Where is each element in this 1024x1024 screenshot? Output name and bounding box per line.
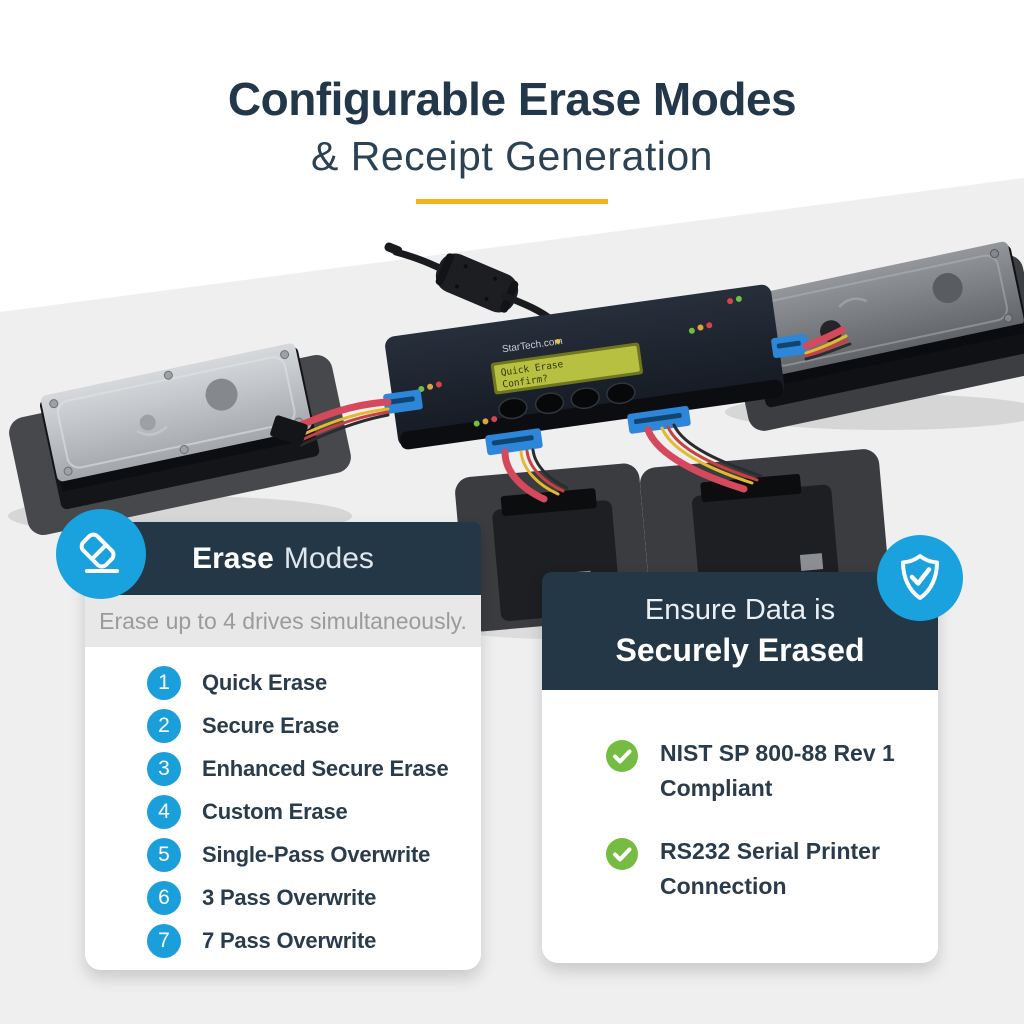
list-item: 4 Custom Erase bbox=[85, 790, 481, 833]
hard-drive-left bbox=[9, 343, 351, 536]
list-item: 5 Single-Pass Overwrite bbox=[85, 833, 481, 876]
mode-label: Single-Pass Overwrite bbox=[202, 841, 431, 867]
brand-dot bbox=[555, 339, 561, 344]
feature-text: RS232 Serial Printer Connection bbox=[660, 834, 880, 904]
number-badge: 6 bbox=[147, 880, 181, 915]
eraser-badge bbox=[56, 509, 146, 599]
device-lcd: Quick Erase Confirm? bbox=[490, 342, 644, 395]
device-leds bbox=[418, 295, 742, 427]
list-item: 3 Enhanced Secure Erase bbox=[85, 747, 481, 790]
mode-label: Secure Erase bbox=[202, 712, 340, 738]
list-item: 6 3 Pass Overwrite bbox=[85, 876, 481, 919]
number-badge: 5 bbox=[147, 837, 181, 872]
secure-title-line-2: Securely Erased bbox=[615, 631, 865, 668]
title-line-2: & Receipt Generation bbox=[310, 132, 713, 179]
cables bbox=[270, 326, 852, 503]
shield-check-icon bbox=[901, 554, 939, 600]
check-icon bbox=[606, 838, 638, 870]
securely-erased-list: NIST SP 800-88 Rev 1 Compliant RS232 Ser… bbox=[542, 690, 938, 963]
erase-modes-header: Erase Modes bbox=[85, 522, 481, 595]
securely-erased-header: Ensure Data is Securely Erased bbox=[542, 572, 938, 690]
list-item: 1 Quick Erase bbox=[85, 661, 481, 704]
erase-modes-title-light: Modes bbox=[283, 541, 374, 575]
feature-line-1: RS232 Serial Printer bbox=[660, 838, 880, 864]
list-item: 2 Secure Erase bbox=[85, 704, 481, 747]
sata-connectors bbox=[383, 333, 809, 456]
erase-modes-card: Erase Modes Erase up to 4 drives simulta… bbox=[85, 522, 481, 970]
mode-label: 3 Pass Overwrite bbox=[202, 884, 377, 910]
power-cable bbox=[384, 242, 556, 324]
device-buttons bbox=[498, 382, 636, 420]
feature-line-1: NIST SP 800-88 Rev 1 bbox=[660, 740, 895, 766]
securely-erased-card: Ensure Data is Securely Erased NIST SP 8… bbox=[542, 572, 938, 963]
number-badge: 3 bbox=[147, 751, 181, 786]
feature-line-2: Connection bbox=[660, 873, 787, 899]
number-badge: 2 bbox=[147, 708, 181, 743]
eraser-icon bbox=[79, 532, 119, 573]
hard-drive-right bbox=[729, 241, 1024, 431]
product-photo: StarTech.com Quick Erase Confirm? bbox=[8, 241, 1024, 639]
secure-title-line-1: Ensure Data is bbox=[644, 593, 836, 626]
list-item: NIST SP 800-88 Rev 1 Compliant bbox=[542, 690, 938, 806]
mode-label: Quick Erase bbox=[202, 669, 327, 695]
number-badge: 1 bbox=[147, 665, 181, 700]
shield-badge bbox=[877, 535, 963, 621]
feature-text: NIST SP 800-88 Rev 1 Compliant bbox=[660, 736, 895, 806]
check-icon bbox=[606, 740, 638, 772]
page-title: Configurable Erase Modes & Receipt Gener… bbox=[0, 74, 1024, 180]
erase-modes-title-bold: Erase bbox=[192, 541, 274, 575]
mode-label: 7 Pass Overwrite bbox=[202, 927, 377, 953]
list-item: 7 7 Pass Overwrite bbox=[85, 919, 481, 962]
feature-line-2: Compliant bbox=[660, 775, 773, 801]
title-line-1: Configurable Erase Modes bbox=[227, 73, 797, 125]
yellow-divider bbox=[416, 199, 608, 204]
number-badge: 7 bbox=[147, 923, 181, 958]
erase-modes-list: 1 Quick Erase 2 Secure Erase 3 Enhanced … bbox=[85, 647, 481, 970]
mode-label: Custom Erase bbox=[202, 798, 348, 824]
erase-modes-subtitle: Erase up to 4 drives simultaneously. bbox=[85, 595, 481, 647]
list-item: RS232 Serial Printer Connection bbox=[542, 806, 938, 904]
mode-label: Enhanced Secure Erase bbox=[202, 755, 449, 781]
eraser-device: StarTech.com Quick Erase Confirm? bbox=[385, 284, 785, 450]
number-badge: 4 bbox=[147, 794, 181, 829]
